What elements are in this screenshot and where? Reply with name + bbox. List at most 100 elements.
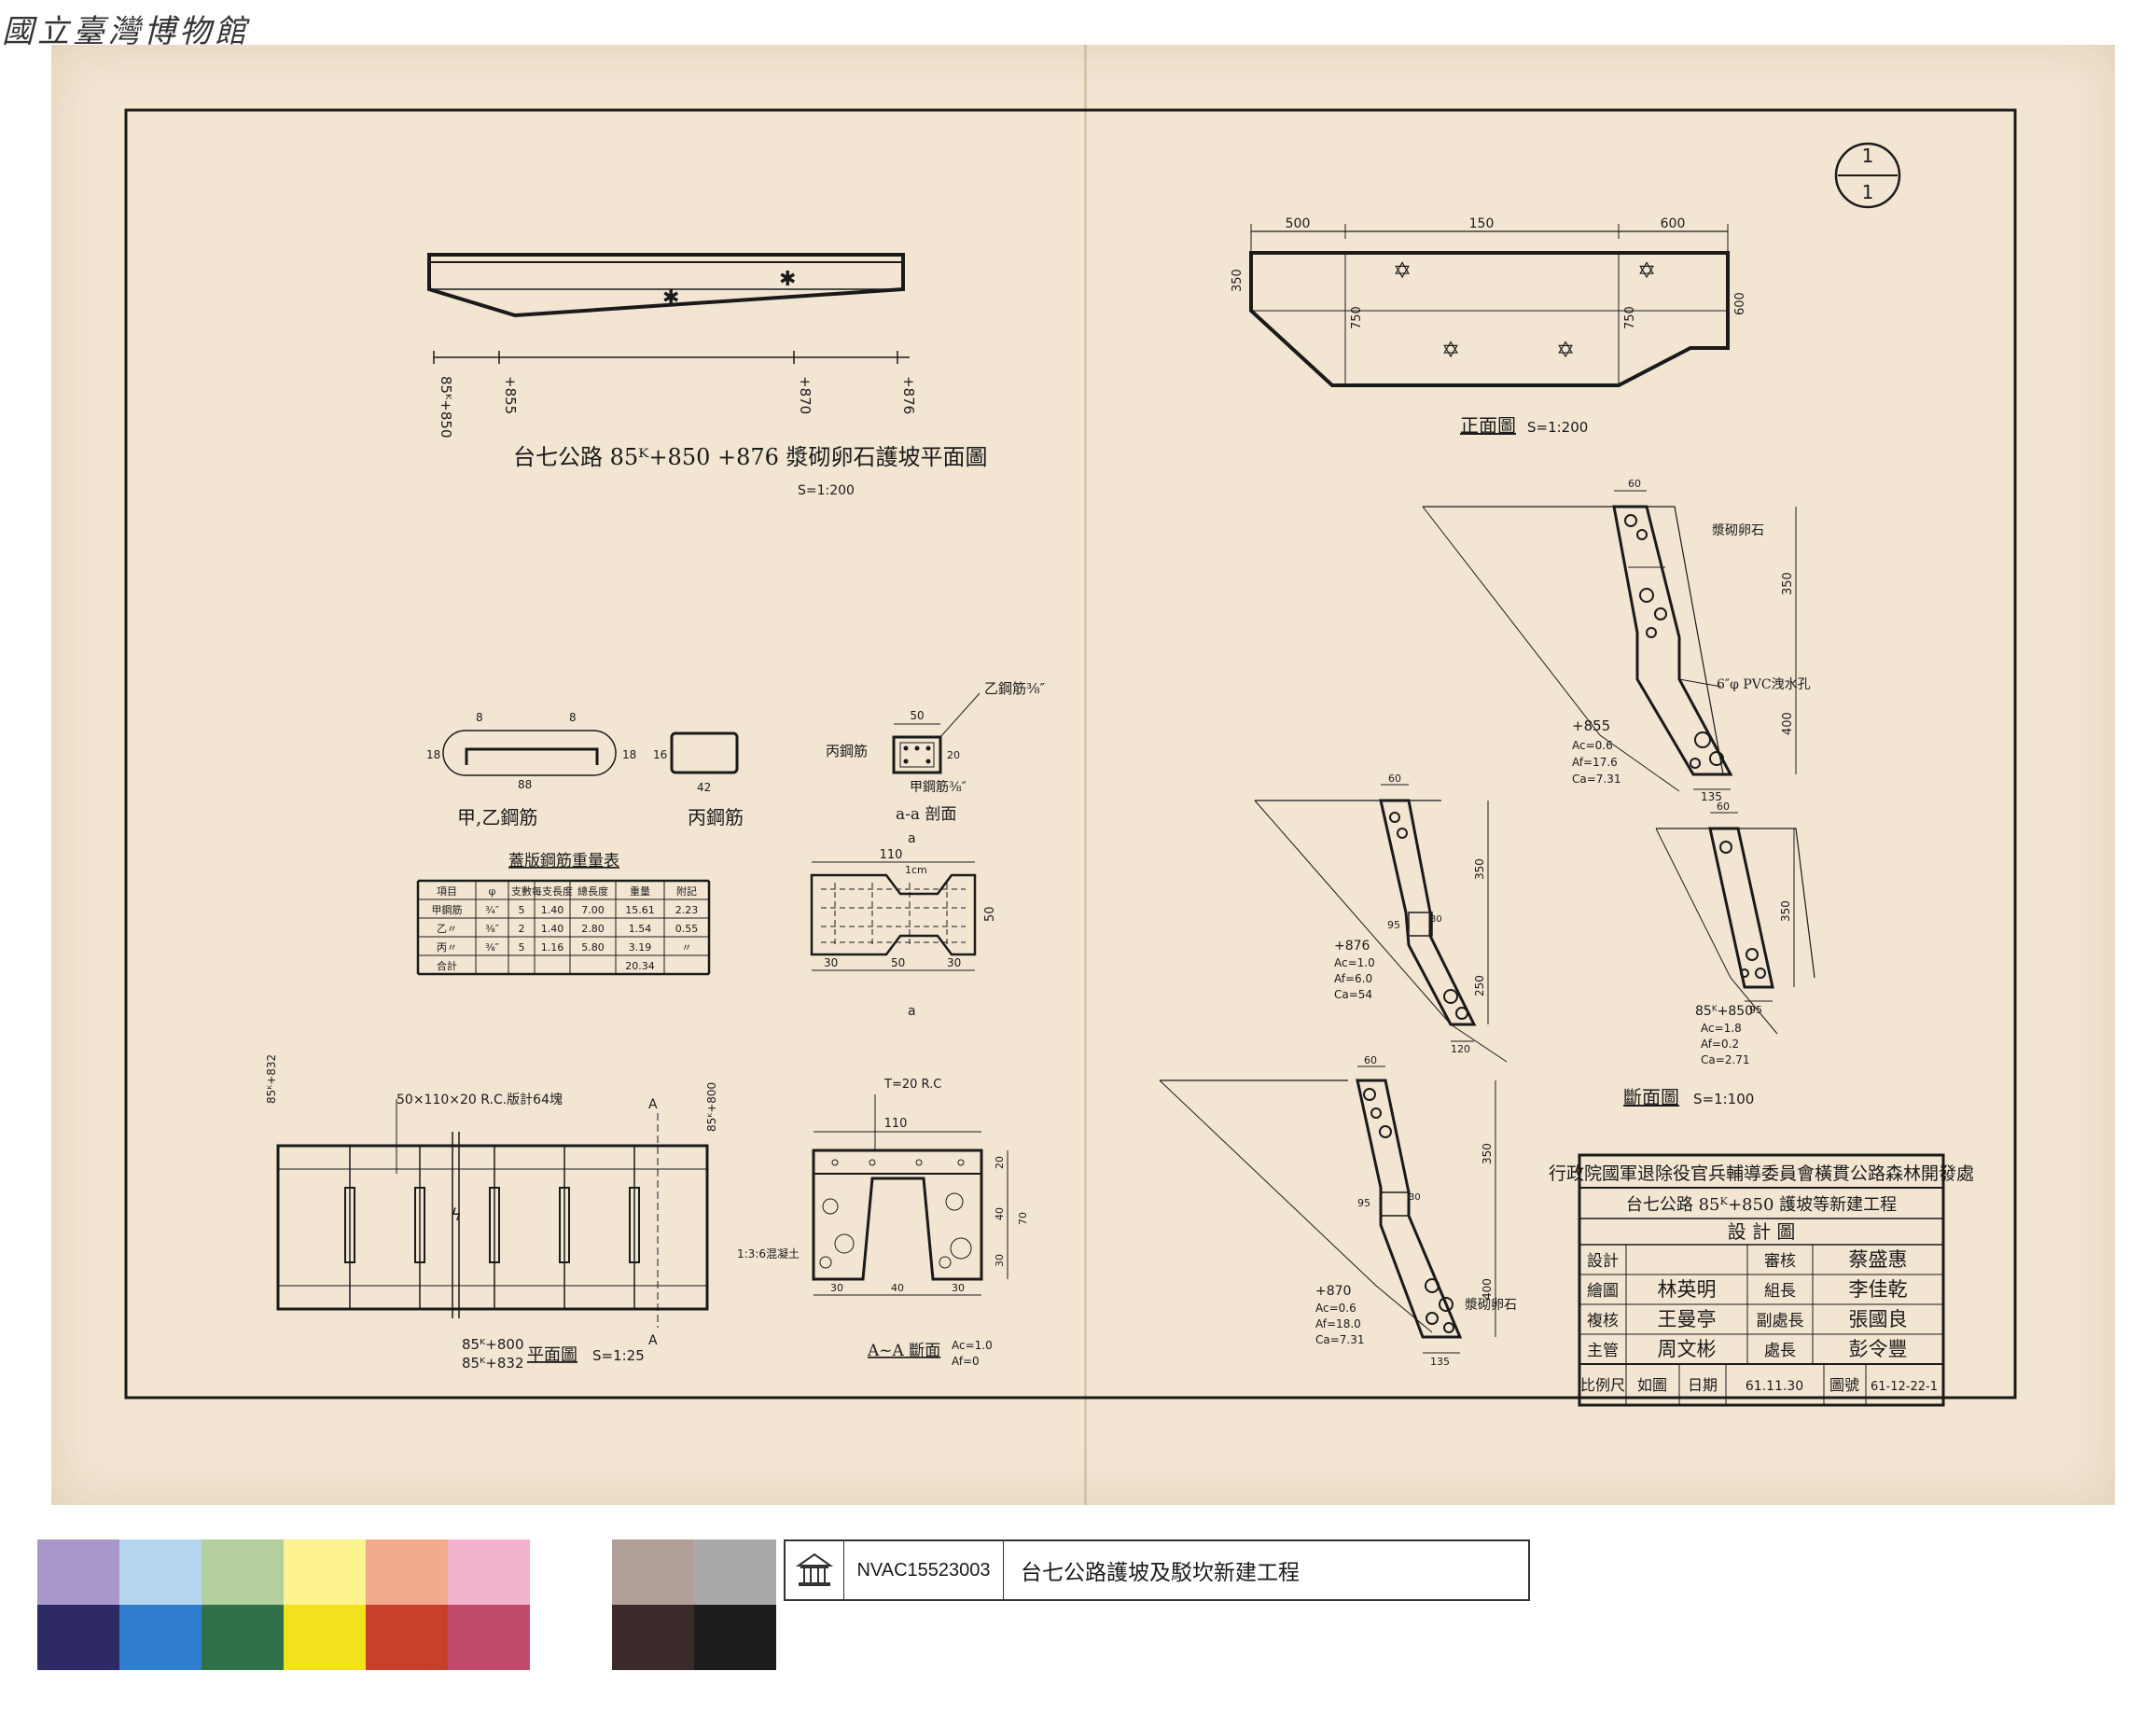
aa-note: T=20 R.C bbox=[883, 1078, 941, 1092]
weep-hole-marker: ✡ bbox=[1637, 258, 1656, 284]
section-dim: 60 bbox=[1717, 801, 1730, 813]
section-dim: 350 bbox=[1473, 858, 1486, 880]
title-block-role: 設計 bbox=[1587, 1252, 1619, 1271]
weight-table-cell: 丙〃 bbox=[437, 941, 457, 954]
section-ca: Ca=7.31 bbox=[1572, 773, 1621, 786]
section-ca: Ca=2.71 bbox=[1701, 1053, 1750, 1066]
section-af: Af=17.6 bbox=[1572, 756, 1618, 769]
section-ac: Ac=0.6 bbox=[1315, 1302, 1356, 1315]
rebar-section-aa: 50 20 乙鋼筋⅜″ 丙鋼筋 甲鋼筋⅜″ a-a 剖面 bbox=[826, 680, 1046, 824]
color-swatch bbox=[37, 1605, 119, 1670]
section-dim: 95 bbox=[1749, 1004, 1762, 1016]
weight-table-cell: 0.55 bbox=[675, 923, 699, 935]
section-dim: 250 bbox=[1473, 975, 1486, 996]
rebar-dim: 18 bbox=[622, 748, 636, 761]
weight-table-cell: 2.23 bbox=[675, 904, 699, 916]
aa-mix-note: 1:3:6混凝土 bbox=[737, 1246, 800, 1260]
small-plan: ϟ 50×110×20 R.C.版計64塊 85ᴷ+832 85ᴷ+800 A … bbox=[265, 1054, 718, 1372]
aa-dim: 110 bbox=[884, 1117, 908, 1131]
small-plan-title-top: 85ᴷ+800 bbox=[462, 1336, 523, 1353]
color-swatch bbox=[366, 1539, 448, 1605]
plan-station-ticks bbox=[433, 351, 898, 364]
rebar-dim: 8 bbox=[569, 711, 577, 724]
title-block-signature: 林英明 bbox=[1658, 1278, 1717, 1301]
section-dim: 50 bbox=[910, 709, 924, 722]
aa-dim: 20 bbox=[994, 1156, 1006, 1169]
weight-table-header: 重量 bbox=[630, 884, 650, 898]
aa-title: A~A 斷面 bbox=[867, 1342, 940, 1360]
small-plan-cut-label: A bbox=[648, 1097, 658, 1112]
color-swatch bbox=[284, 1539, 366, 1605]
title-block-role: 副處長 bbox=[1757, 1312, 1804, 1330]
weight-table-cell: 〃 bbox=[682, 941, 692, 954]
weight-table-cell: 5 bbox=[519, 941, 525, 954]
museum-building-icon bbox=[786, 1541, 844, 1599]
section-dim: 95 bbox=[1357, 1197, 1370, 1209]
color-swatch bbox=[366, 1605, 448, 1670]
section-ac: Ac=1.0 bbox=[1334, 956, 1375, 969]
plan-view: ✱ ✱ 85ᴷ+850 +855 +870 +876 台七公路 85ᴷ+850 … bbox=[427, 253, 988, 498]
section-dim: 60 bbox=[1364, 1054, 1377, 1066]
plan-view-scale: S=1:200 bbox=[798, 483, 855, 498]
drawing-paper bbox=[51, 45, 2115, 1505]
engineering-drawing: 1 1 ✱ ✱ 85ᴷ+850 +855 +870 +876 台七公路 85ᴷ+… bbox=[124, 108, 2017, 1407]
weight-table-title: 蓋版鋼筋重量表 bbox=[508, 852, 619, 870]
section-note: 甲鋼筋⅜″ bbox=[910, 779, 967, 795]
title-block-signatures: 設計審核蔡盛惠繪圖林英明組長李佳乾複核王曼亭副處長張國良主管周文彬處長彭令豐 bbox=[1587, 1248, 1908, 1360]
weight-table-cell: 3.19 bbox=[629, 941, 652, 954]
rebar-bing: 16 42 丙鋼筋 bbox=[653, 731, 744, 829]
weight-table-cell: ¾″ bbox=[485, 904, 499, 916]
aa-dim: 70 bbox=[1017, 1212, 1029, 1225]
rebar-dim: 88 bbox=[518, 778, 532, 791]
section-dim: 30 bbox=[1409, 1192, 1421, 1203]
color-swatch bbox=[694, 1539, 776, 1605]
small-plan-title-bottom: 85ᴷ+832 bbox=[462, 1355, 523, 1372]
weight-table-cell: 20.34 bbox=[625, 960, 655, 972]
slab-cut-label: a bbox=[908, 1004, 916, 1019]
project-name: 台七公路 85ᴷ+850 護坡等新建工程 bbox=[1626, 1195, 1897, 1215]
title-block-signature: 彭令豐 bbox=[1849, 1338, 1908, 1360]
title-block-role: 審核 bbox=[1764, 1252, 1796, 1271]
section-note: 丙鋼筋 bbox=[826, 743, 868, 759]
title-block-role: 組長 bbox=[1764, 1282, 1796, 1301]
color-swatch bbox=[612, 1605, 694, 1670]
weight-table-cell: 5 bbox=[519, 904, 525, 916]
catalog-title: 台七公路護坡及駁坎新建工程 bbox=[1021, 1561, 1300, 1585]
color-swatch bbox=[612, 1539, 694, 1605]
section-note: 乙鋼筋⅜″ bbox=[984, 680, 1046, 697]
section-dim: 95 bbox=[1387, 919, 1400, 931]
color-swatch bbox=[119, 1605, 202, 1670]
weight-table-cell: 甲鋼筋 bbox=[432, 903, 463, 916]
weight-table-cell: 2 bbox=[519, 923, 525, 935]
aa-ac: Ac=1.0 bbox=[952, 1339, 993, 1352]
aa-dim: 30 bbox=[994, 1254, 1006, 1267]
footer-value: 如圖 bbox=[1637, 1376, 1667, 1394]
elevation-dim: 750 bbox=[1350, 306, 1364, 329]
section-station: +855 bbox=[1572, 717, 1610, 734]
title-block-signature: 王曼亭 bbox=[1658, 1308, 1717, 1330]
rebar-dim: 18 bbox=[426, 748, 440, 761]
section-dim: 400 bbox=[1781, 712, 1795, 735]
weight-table-header: 附記 bbox=[676, 884, 697, 898]
section-dim: 120 bbox=[1451, 1043, 1470, 1055]
plan-view-title: 台七公路 85ᴷ+850 +876 漿砌卵石護坡平面圖 bbox=[513, 444, 988, 470]
slab-dim: 110 bbox=[880, 848, 903, 862]
section-station: +870 bbox=[1315, 1284, 1351, 1299]
footer-date: 61.11.30 bbox=[1746, 1379, 1803, 1394]
slab-dim: 30 bbox=[824, 956, 838, 969]
small-plan-station: 85ᴷ+800 bbox=[705, 1082, 718, 1132]
aa-dim: 30 bbox=[830, 1282, 843, 1294]
drawing-border bbox=[124, 108, 2017, 1400]
color-swatch bbox=[530, 1605, 612, 1670]
elevation-view: 500 150 600 350 750 750 600 ✡ ✡ ✡ ✡ 正面圖 … bbox=[1231, 216, 1747, 437]
rebar-jia-yi: 8 8 18 88 18 甲,乙鋼筋 bbox=[426, 711, 636, 829]
weight-table-cell: 15.61 bbox=[625, 904, 655, 916]
weight-table-cell: 2.80 bbox=[581, 923, 605, 935]
drawing-type: 設 計 圖 bbox=[1728, 1220, 1796, 1243]
section-855: 60 350 400 135 漿砌卵石 6″φ PVC洩水孔 +855 Ac=0… bbox=[1422, 478, 1811, 803]
title-block-signature: 周文彬 bbox=[1658, 1338, 1717, 1360]
break-symbol: ϟ bbox=[451, 1205, 462, 1225]
aa-section: T=20 R.C 110 1:3:6混凝土 20 40 30 70 30 40 … bbox=[737, 1078, 1029, 1368]
plan-station-label: 85ᴷ+850 bbox=[438, 376, 454, 438]
